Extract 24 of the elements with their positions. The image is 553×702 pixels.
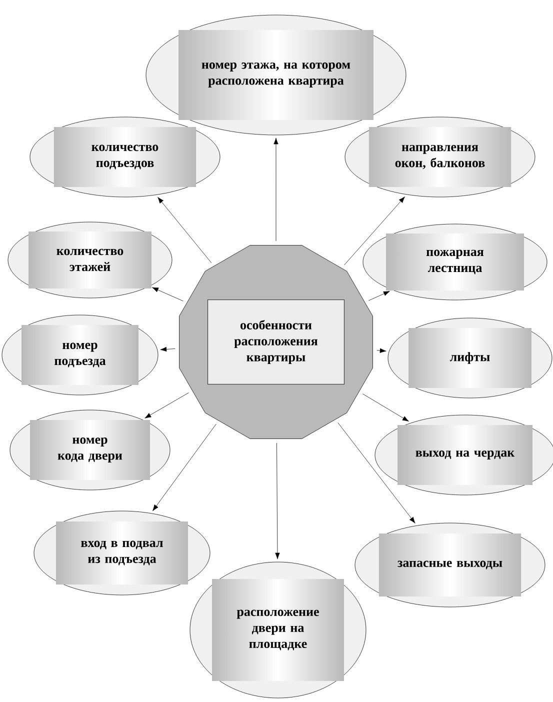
oval-node: лифты <box>388 318 552 398</box>
arrow <box>362 394 409 422</box>
oval-node: количество подъездов <box>30 116 220 198</box>
arrow <box>368 291 390 301</box>
oval-node: количество этажей <box>8 222 172 298</box>
arrow <box>152 424 216 512</box>
oval-node: направления окон, балконов <box>344 116 536 198</box>
arrow <box>338 422 416 524</box>
oval-node: запасные выходы <box>354 522 546 608</box>
oval-node: расположение двери на площадке <box>190 562 366 698</box>
arrow <box>152 287 184 302</box>
oval-node: номер подъезда <box>2 314 158 396</box>
arrow <box>376 348 386 353</box>
oval-node: вход в подвал из подъезда <box>34 510 210 596</box>
oval-node: пожарная лестница <box>362 224 548 300</box>
oval-node: выход на чердак <box>374 414 553 496</box>
arrow <box>160 346 176 352</box>
oval-node: номер кода двери <box>10 410 170 490</box>
arrow <box>144 392 189 418</box>
arrow <box>344 196 405 266</box>
arrow <box>158 197 212 264</box>
arrow <box>274 138 278 242</box>
central-polygon: особенности расположения квартиры <box>179 245 373 439</box>
arrow <box>275 442 280 560</box>
